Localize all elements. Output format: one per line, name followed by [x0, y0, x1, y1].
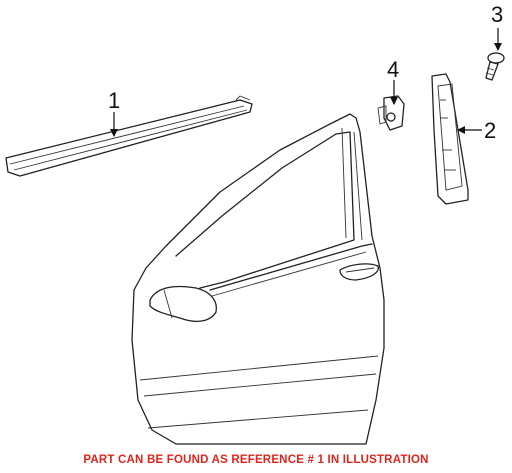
callout-1-label: 1: [108, 88, 120, 113]
pillar-garnish-part: [431, 73, 469, 205]
callout-2-label: 2: [484, 118, 496, 143]
clip-part: [377, 95, 405, 131]
belt-moulding-part: [5, 95, 253, 177]
reference-caption: PART CAN BE FOUND AS REFERENCE # 1 IN IL…: [83, 454, 429, 466]
callout-4-label: 4: [387, 57, 399, 82]
bolt-part: [485, 52, 505, 81]
callout-3-label: 3: [491, 2, 503, 27]
front-door-illustration: [131, 113, 385, 445]
